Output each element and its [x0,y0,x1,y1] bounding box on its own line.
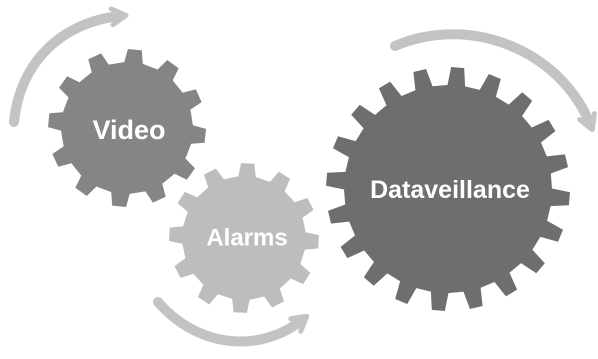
gear-label-video: Video [92,115,165,145]
rotation-arrow-top-right [390,29,597,133]
gear-alarms [169,163,319,313]
gear-video [48,49,206,207]
rotation-arrow-top-left [9,6,129,127]
rotation-arrow-bottom [153,297,310,347]
gear-dataveillance [326,67,570,311]
gear-label-dataveillance: Dataveillance [370,176,530,204]
gear-label-alarms: Alarms [206,225,287,252]
